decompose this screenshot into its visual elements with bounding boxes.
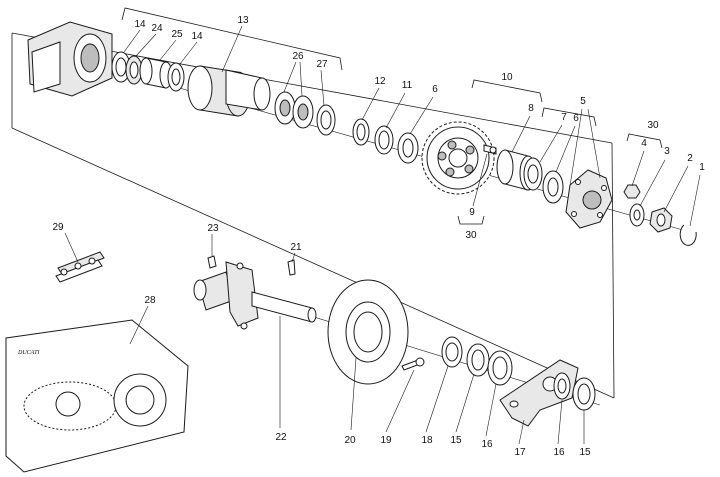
callout-27: 27 [316, 59, 328, 70]
callout-21: 21 [290, 242, 302, 253]
callout-6b: 6 [573, 113, 579, 124]
callout-6a: 6 [432, 84, 438, 95]
callout-26: 26 [292, 51, 304, 62]
chain-29 [55, 251, 105, 283]
ring-12 [352, 118, 370, 146]
spacer-16a [487, 350, 513, 386]
callout-30a: 30 [647, 120, 659, 131]
callout-14b: 14 [191, 31, 203, 42]
ring-27 [316, 104, 336, 136]
callout-15b: 15 [579, 447, 591, 458]
ring-11 [374, 125, 394, 155]
callout-4: 4 [641, 138, 647, 149]
eccentric-hub-13 [187, 65, 271, 117]
callout-10: 10 [501, 72, 513, 83]
brake-disc-20 [327, 279, 409, 385]
bearings-26 [274, 91, 314, 129]
callout-12: 12 [374, 76, 386, 87]
needle-bearing-14b [167, 62, 185, 92]
callout-labels: 1 2 3 4 5 6 6 7 8 9 10 11 12 13 14 14 15… [52, 15, 705, 458]
callout-1: 1 [699, 162, 705, 173]
spacer-25 [139, 57, 173, 89]
bolt-19 [401, 357, 425, 371]
callout-23: 23 [207, 223, 219, 234]
bolt-21 [287, 259, 296, 276]
seal-18 [441, 336, 463, 368]
callout-30b: 30 [465, 230, 477, 241]
callout-24: 24 [151, 23, 163, 34]
nut-2 [649, 207, 673, 233]
seal-24 [125, 55, 143, 85]
callout-19: 19 [380, 435, 392, 446]
ring-6a [397, 132, 419, 164]
needle-bearing-14a [111, 51, 131, 83]
callout-8: 8 [528, 103, 534, 114]
ring-15a [466, 343, 490, 377]
leader-lines [64, 25, 701, 445]
nut-4 [623, 184, 641, 199]
callout-3: 3 [664, 146, 670, 157]
callout-14a: 14 [134, 19, 146, 30]
spacer-16b [553, 372, 571, 400]
bolt-23 [207, 255, 217, 269]
callout-29: 29 [52, 222, 64, 233]
callout-20: 20 [344, 435, 356, 446]
washer-3 [629, 203, 645, 227]
callout-11: 11 [402, 80, 413, 91]
callout-28: 28 [144, 295, 156, 306]
callout-7: 7 [561, 112, 567, 123]
ring-15b [572, 377, 596, 411]
studs-9 [483, 144, 497, 155]
group-brackets [121, 7, 663, 225]
ducati-logo: DUCATI [17, 350, 40, 356]
callout-5: 5 [580, 96, 586, 107]
callout-18: 18 [421, 435, 433, 446]
callout-9: 9 [469, 207, 475, 218]
callout-16b: 16 [553, 447, 565, 458]
callout-13: 13 [237, 15, 249, 26]
callout-2: 2 [687, 153, 693, 164]
rear-sprocket-10 [421, 121, 495, 195]
rear-wheel-shaft-22 [193, 261, 317, 330]
chain-kit-28: DUCATI [5, 319, 189, 473]
sprocket-flange-5 [565, 169, 613, 229]
eccentric-housing [27, 21, 113, 97]
callout-17: 17 [514, 447, 526, 458]
callout-22: 22 [275, 432, 287, 443]
callout-25: 25 [171, 29, 183, 40]
callout-16a: 16 [481, 439, 493, 450]
ring-6b [542, 170, 564, 204]
bearing-7 [523, 157, 543, 191]
callout-15a: 15 [450, 435, 462, 446]
circlip-1 [679, 224, 697, 246]
